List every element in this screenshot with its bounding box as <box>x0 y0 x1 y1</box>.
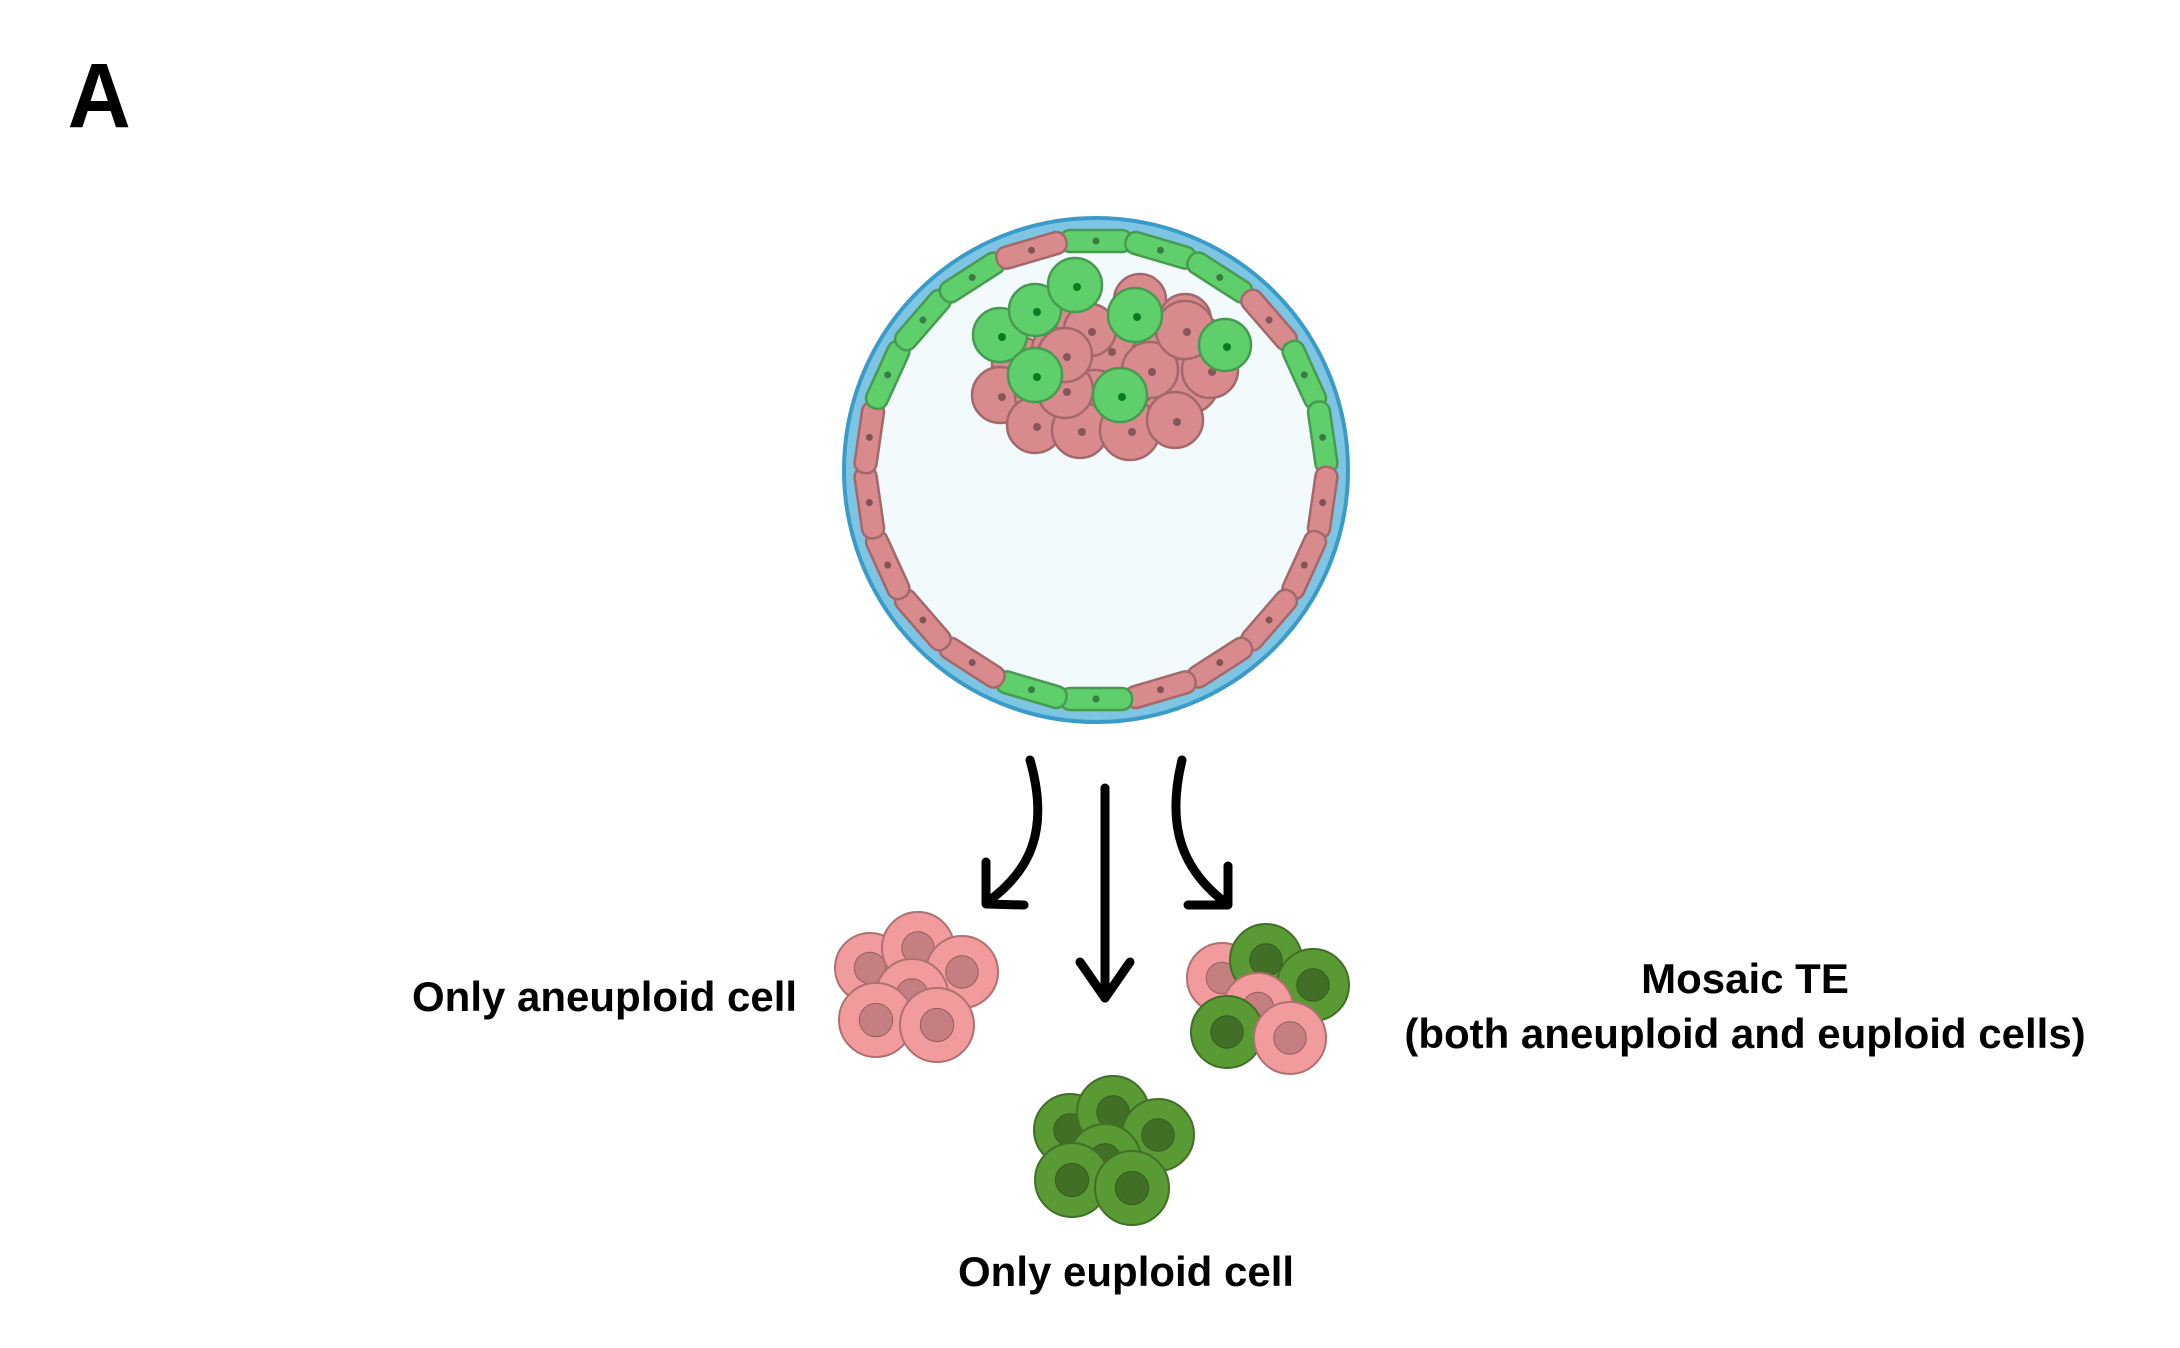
arrow-center <box>1075 783 1135 1003</box>
aneuploid-cell <box>838 982 914 1058</box>
euploid-label: Only euploid cell <box>958 1248 1295 1295</box>
mosaic-label-line2: (both aneuploid and euploid cells) <box>1404 1009 2086 1057</box>
aneuploid-cluster <box>834 911 999 1063</box>
arrows <box>981 755 1233 1003</box>
icm-cell-aneuploid <box>1145 390 1205 450</box>
blastocyst <box>842 216 1350 724</box>
inner-cell-mass <box>970 256 1253 462</box>
icm-cell-euploid <box>1046 256 1104 314</box>
arrow-left <box>981 755 1043 910</box>
arrow-right <box>1171 755 1233 910</box>
euploid-cluster <box>1033 1075 1195 1226</box>
aneuploid-cell <box>1253 1001 1327 1075</box>
mosaic-label-line1: Mosaic TE <box>1641 955 1849 1002</box>
aneuploid-label: Only aneuploid cell <box>412 973 798 1020</box>
mosaic-label: Mosaic TE (both aneuploid and euploid ce… <box>1395 952 2095 1061</box>
icm-cell-euploid <box>1007 282 1063 338</box>
mosaic-cluster <box>1186 923 1350 1075</box>
icm-cell-euploid <box>1006 346 1064 404</box>
euploid-cell <box>1094 1150 1170 1226</box>
te-cell-euploid <box>1058 686 1134 712</box>
icm-cell-euploid <box>1091 366 1149 424</box>
trophectoderm-ring <box>853 228 1339 712</box>
euploid-cell <box>1190 995 1264 1069</box>
te-cell-aneuploid <box>995 230 1068 270</box>
aneuploid-cell <box>899 987 975 1063</box>
panel-letter: A <box>67 45 131 147</box>
icm-cell-euploid <box>1106 286 1164 344</box>
te-cell-aneuploid <box>1306 465 1339 540</box>
te-cell-euploid <box>1058 228 1134 254</box>
icm-cell-euploid <box>1197 317 1253 373</box>
